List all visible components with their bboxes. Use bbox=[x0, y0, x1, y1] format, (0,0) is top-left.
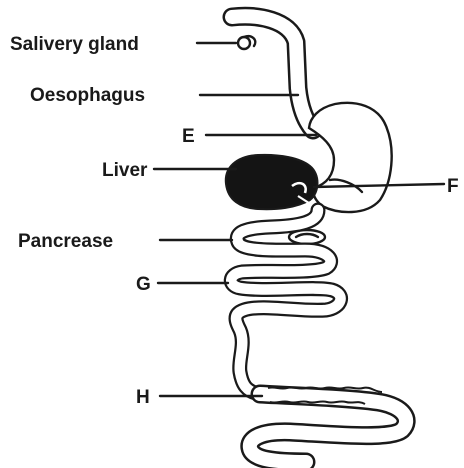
liver-shape bbox=[226, 155, 318, 209]
label-salivary-gland: Salivery gland bbox=[10, 34, 139, 55]
label-pancrease: Pancrease bbox=[18, 231, 113, 252]
label-g: G bbox=[136, 274, 151, 295]
label-h: H bbox=[136, 387, 150, 408]
stomach-shape bbox=[309, 103, 392, 212]
large-intestine bbox=[250, 387, 406, 462]
label-liver: Liver bbox=[102, 160, 148, 181]
oesophagus-tube bbox=[232, 16, 313, 130]
label-f: F bbox=[447, 176, 459, 197]
label-e: E bbox=[182, 126, 195, 147]
salivary-gland-shape bbox=[238, 36, 255, 49]
label-oesophagus: Oesophagus bbox=[30, 85, 145, 106]
